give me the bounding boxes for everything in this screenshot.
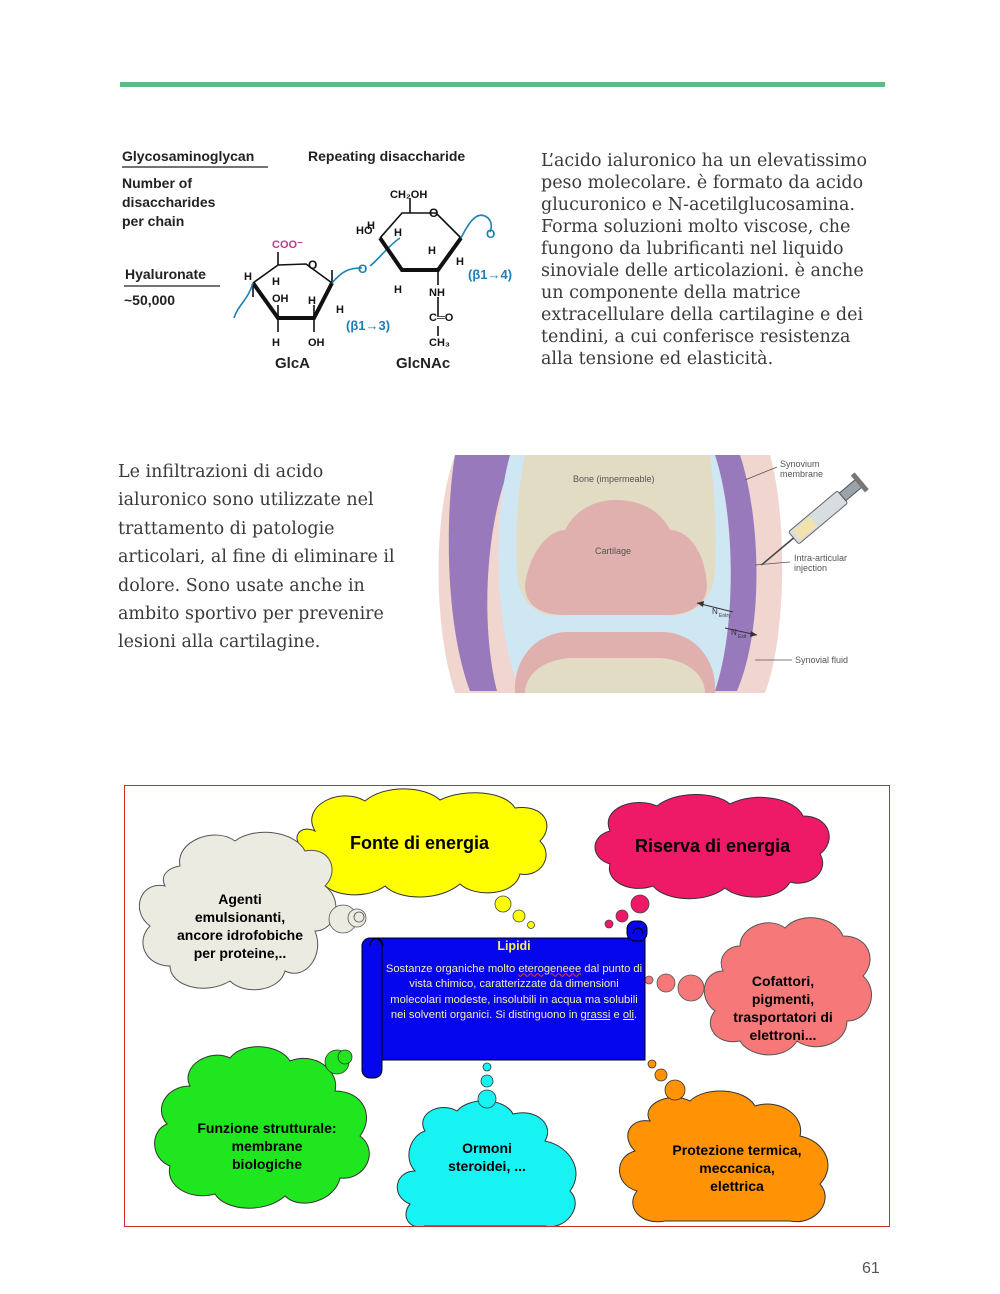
chem-ch3-label: CH₃ [429,337,450,349]
agenti-line-4: per proteine,.. [194,945,287,961]
svg-text:O: O [429,206,438,220]
joint-synovium-label-1: Synovium [780,459,820,469]
svg-text:H: H [394,284,402,296]
lipidi-title: Lipidi [497,939,531,953]
lipidi-scroll [361,920,648,1079]
joint-cartilage-label: Cartilage [595,546,631,556]
infiltration-paragraph: Le infiltrazioni di acido ialuronico son… [118,462,395,653]
cloud-funzione-strutturale: Funzione strutturale: membrane biologich… [154,1046,370,1209]
svg-text:H: H [244,271,252,283]
chem-beta13-label: (β1→3) [346,318,390,333]
protezione-line-2: meccanica, [699,1160,775,1176]
chem-co-label: C═O [429,312,454,324]
svg-text:HO: HO [356,225,373,237]
joint-injection-figure: Bone (impermeable) Cartilage Synovium me… [415,455,885,700]
chem-chain-count: ~50,000 [124,292,175,308]
chem-ch2oh-label: CH₂OH [390,189,427,201]
strutturale-line-3: biologiche [232,1156,302,1172]
chem-sublabel-1: Number of [122,175,192,191]
top-green-rule [120,82,885,87]
lipidi-text-eterogeneee: eterogeneee [518,962,582,975]
chem-header-glycosaminoglycan: Glycosaminoglycan [122,148,254,164]
lipid-concept-map: Fonte di energia Riserva di energia Agen… [124,785,890,1227]
cloud-cofattori: Cofattori, pigmenti, trasportatori di el… [644,917,873,1056]
hyaluronate-structure-figure: Glycosaminoglycan Repeating disaccharide… [118,140,528,380]
svg-text:H: H [336,304,344,316]
chem-header-repeating: Repeating disaccharide [308,148,465,164]
ormoni-line-2: steroidei, ... [448,1158,526,1174]
agenti-line-1: Agenti [218,891,262,907]
strutturale-line-1: Funzione strutturale: [197,1120,336,1136]
chem-hyaluronate-label: Hyaluronate [125,266,206,282]
chem-beta14-label: (β1→4) [468,267,512,282]
svg-text:H: H [272,276,280,288]
protezione-line-3: elettrica [710,1178,764,1194]
svg-text:H: H [367,220,375,232]
joint-injection-label-2: injection [794,563,827,573]
chem-sublabel-3: per chain [122,213,184,229]
lipidi-definition: Lipidi Sostanze organiche molto eterogen… [383,939,645,1024]
svg-text:H: H [272,337,280,349]
lipidi-text-1: Sostanze organiche molto [385,962,516,975]
joint-n-exit-sub: Exit [738,634,747,640]
joint-injection-label-1: Intra-articular [794,553,847,563]
cloud-agenti-emulsionanti: Agenti emulsionanti, ancore idrofobiche … [138,831,367,991]
cloud-ormoni-steroidei: Ormoni steroidei, ... [396,1062,577,1226]
lipidi-text-2: dal punto di vista chimico, caratterizza… [390,962,643,1022]
lipidi-text-end: . [634,1009,638,1021]
agenti-line-2: emulsionanti, [195,909,285,925]
joint-bone-label: Bone (impermeable) [573,474,655,484]
svg-text:H: H [428,245,436,257]
lipidi-link-oli[interactable]: oli [622,1009,635,1021]
svg-text:OH: OH [272,293,289,305]
chem-coo-label: COO⁻ [272,239,303,251]
joint-synovium-label-2: membrane [780,469,823,479]
ormoni-line-1: Ormoni [462,1140,512,1156]
svg-text:O: O [358,262,367,276]
joint-n-entry-label: N [712,607,718,616]
cloud-riserva-energia: Riserva di energia [594,794,830,929]
cofattori-line-4: elettroni... [750,1027,817,1043]
joint-n-exit-label: N [731,628,737,637]
svg-text:H: H [394,227,402,239]
hyaluronic-acid-paragraph: L’acido ialuronico ha un elevatissimo pe… [541,151,868,369]
svg-text:O: O [308,258,317,272]
chem-glcnac-label: GlcNAc [396,355,450,372]
cofattori-line-2: pigmenti, [752,991,814,1007]
strutturale-line-2: membrane [232,1138,303,1154]
svg-text:H: H [456,256,464,268]
chem-glca-label: GlcA [275,355,310,372]
lipidi-text-e: e [613,1009,620,1021]
cofattori-line-1: Cofattori, [752,973,814,989]
svg-text:OH: OH [308,337,325,349]
lipidi-link-grassi[interactable]: grassi [580,1009,611,1021]
chem-sublabel-2: disaccharides [122,194,216,210]
svg-text:H: H [308,295,316,307]
cloud-fonte-energia: Fonte di energia [293,788,548,929]
fonte-energia-label: Fonte di energia [350,833,490,853]
page-number: 61 [862,1260,880,1277]
riserva-energia-label: Riserva di energia [635,836,791,856]
joint-n-entry-sub: Entry [719,613,731,619]
chem-nh-label: NH [429,287,445,299]
joint-synovial-fluid-label: Synovial fluid [795,655,848,665]
svg-text:O: O [486,227,495,241]
cofattori-line-3: trasportatori di [733,1009,833,1025]
cloud-protezione: Protezione termica, meccanica, elettrica [619,1059,829,1223]
protezione-line-1: Protezione termica, [672,1142,801,1158]
agenti-line-3: ancore idrofobiche [177,927,303,943]
